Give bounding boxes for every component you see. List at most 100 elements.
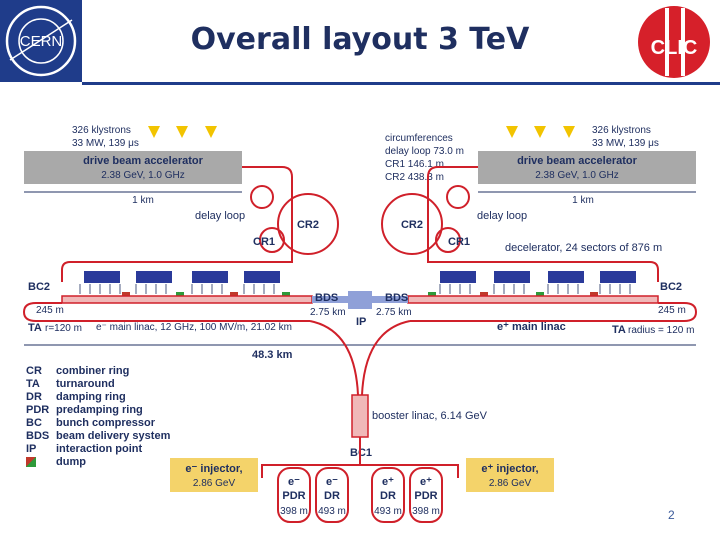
ring-particle: e⁻ bbox=[288, 476, 300, 488]
decelerator-module bbox=[244, 271, 280, 283]
damping-rings bbox=[277, 467, 443, 523]
e-plus-injector-energy: 2.86 GeV bbox=[489, 478, 532, 489]
delay-loop-left-label: delay loop bbox=[195, 210, 245, 222]
ring-particle: e⁺ bbox=[420, 476, 432, 488]
decelerator-module bbox=[136, 271, 172, 283]
bc2-right-label: BC2 bbox=[660, 281, 682, 293]
legend-abbr: BDS bbox=[26, 430, 50, 442]
ring-length: 493 m bbox=[374, 506, 402, 517]
main-linac-left-label: e⁻ main linac, 12 GHz, 100 MV/m, 21.02 k… bbox=[96, 322, 292, 333]
klystron-icon bbox=[534, 126, 546, 138]
e-minus-dr-ring bbox=[315, 467, 349, 523]
delay-loop-right-label: delay loop bbox=[477, 210, 527, 222]
ta-right-label: TA bbox=[612, 324, 626, 336]
legend-desc: interaction point bbox=[56, 443, 143, 455]
bds-right-label: BDS bbox=[385, 292, 408, 304]
bds-left-section bbox=[312, 296, 348, 303]
main-linac-left bbox=[61, 295, 313, 304]
legend-row: TA turnaround bbox=[26, 378, 170, 391]
legend-abbr: DR bbox=[26, 391, 42, 403]
legend-desc: combiner ring bbox=[56, 365, 130, 377]
legend-row: IP interaction point bbox=[26, 443, 170, 456]
cr2-left-ring bbox=[277, 193, 339, 255]
klystron-icon bbox=[563, 126, 575, 138]
decelerator-module bbox=[84, 271, 120, 283]
total-length-label: 48.3 km bbox=[252, 349, 293, 361]
interaction-point bbox=[348, 291, 372, 309]
ring-type: PDR bbox=[282, 490, 305, 502]
page-title: Overall layout 3 TeV bbox=[190, 22, 530, 57]
legend-desc: dump bbox=[56, 456, 86, 468]
legend-desc: beam delivery system bbox=[56, 430, 171, 442]
drive-beam-accelerator-right bbox=[478, 151, 696, 184]
circumferences-cr1: CR1 146.1 m bbox=[385, 159, 444, 170]
header-rule bbox=[82, 82, 720, 85]
legend-row: dump bbox=[26, 456, 170, 471]
decelerator-label: decelerator, 24 sectors of 876 m bbox=[505, 242, 662, 254]
main-linac-right bbox=[407, 295, 659, 304]
legend-desc: bunch compressor bbox=[56, 417, 156, 429]
e-plus-dr-ring bbox=[371, 467, 405, 523]
clic-logo-graphic: CLIC bbox=[638, 6, 710, 78]
circumferences-delay-loop: delay loop 73.0 m bbox=[385, 146, 464, 157]
legend-abbr: IP bbox=[26, 443, 37, 455]
klystron-icon bbox=[506, 126, 518, 138]
legend-abbr: TA bbox=[26, 378, 40, 390]
cr1-left-ring bbox=[259, 227, 285, 253]
klystron-icon bbox=[205, 126, 217, 138]
ta-left-label: TA bbox=[28, 322, 42, 334]
legend-desc: turnaround bbox=[56, 378, 115, 390]
cern-logo-text: CERN bbox=[20, 33, 63, 50]
decelerator-modules-right bbox=[440, 271, 636, 283]
page-number: 2 bbox=[668, 508, 675, 522]
ring-particle: e⁺ bbox=[382, 476, 394, 488]
e-minus-pdr-ring bbox=[277, 467, 311, 523]
cr1-right-ring bbox=[435, 227, 461, 253]
e-minus-injector-energy: 2.86 GeV bbox=[193, 478, 236, 489]
klystrons-right bbox=[506, 126, 575, 138]
ta-left-length: 245 m bbox=[36, 305, 64, 316]
dump-icon bbox=[26, 457, 36, 467]
klystrons-right-count: 326 klystrons bbox=[592, 125, 651, 136]
drive-beam-right-length: 1 km bbox=[572, 195, 594, 206]
bds-left-label: BDS bbox=[315, 292, 338, 304]
cern-logo-graphic: CERN bbox=[5, 5, 77, 77]
bds-left-length: 2.75 km bbox=[310, 307, 346, 318]
ring-type: PDR bbox=[414, 490, 437, 502]
cr1-right-label: CR1 bbox=[448, 236, 470, 248]
legend-row: BDS beam delivery system bbox=[26, 430, 170, 443]
e-plus-injector-name: e⁺ injector, bbox=[481, 463, 538, 475]
klystron-icon bbox=[176, 126, 188, 138]
klystrons-left-power: 33 MW, 139 μs bbox=[72, 138, 139, 149]
drive-beam-right-params: 2.38 GeV, 1.0 GHz bbox=[535, 170, 619, 181]
cr1-left-label: CR1 bbox=[253, 236, 275, 248]
drive-beam-right-name: drive beam accelerator bbox=[517, 155, 638, 167]
ring-length: 398 m bbox=[280, 506, 308, 517]
klystrons-left bbox=[148, 126, 217, 138]
booster-linac bbox=[351, 394, 369, 438]
cr2-left-label: CR2 bbox=[297, 219, 319, 231]
ta-right-radius: radius = 120 m bbox=[628, 325, 694, 336]
decelerator-module bbox=[548, 271, 584, 283]
cr2-right-label: CR2 bbox=[401, 219, 423, 231]
drive-beam-distribution-line bbox=[61, 240, 659, 282]
legend-abbr bbox=[26, 456, 56, 471]
legend-abbr: CR bbox=[26, 365, 42, 377]
ring-type: DR bbox=[380, 490, 396, 502]
decelerator-module bbox=[600, 271, 636, 283]
drive-beam-left-length: 1 km bbox=[132, 195, 154, 206]
delay-loop-left bbox=[250, 185, 274, 209]
klystrons-right-power: 33 MW, 139 μs bbox=[592, 138, 659, 149]
drive-beam-line-left bbox=[242, 166, 293, 240]
ip-label: IP bbox=[356, 316, 366, 328]
decelerator-module bbox=[440, 271, 476, 283]
ta-left-radius: r=120 m bbox=[45, 323, 82, 334]
ring-length: 398 m bbox=[412, 506, 440, 517]
power-transfer-arrows bbox=[79, 284, 631, 294]
circumferences-heading: circumferences bbox=[385, 133, 453, 144]
e-minus-injector-box bbox=[170, 458, 258, 492]
ring-particle: e⁻ bbox=[326, 476, 338, 488]
bds-right-section bbox=[372, 296, 408, 303]
